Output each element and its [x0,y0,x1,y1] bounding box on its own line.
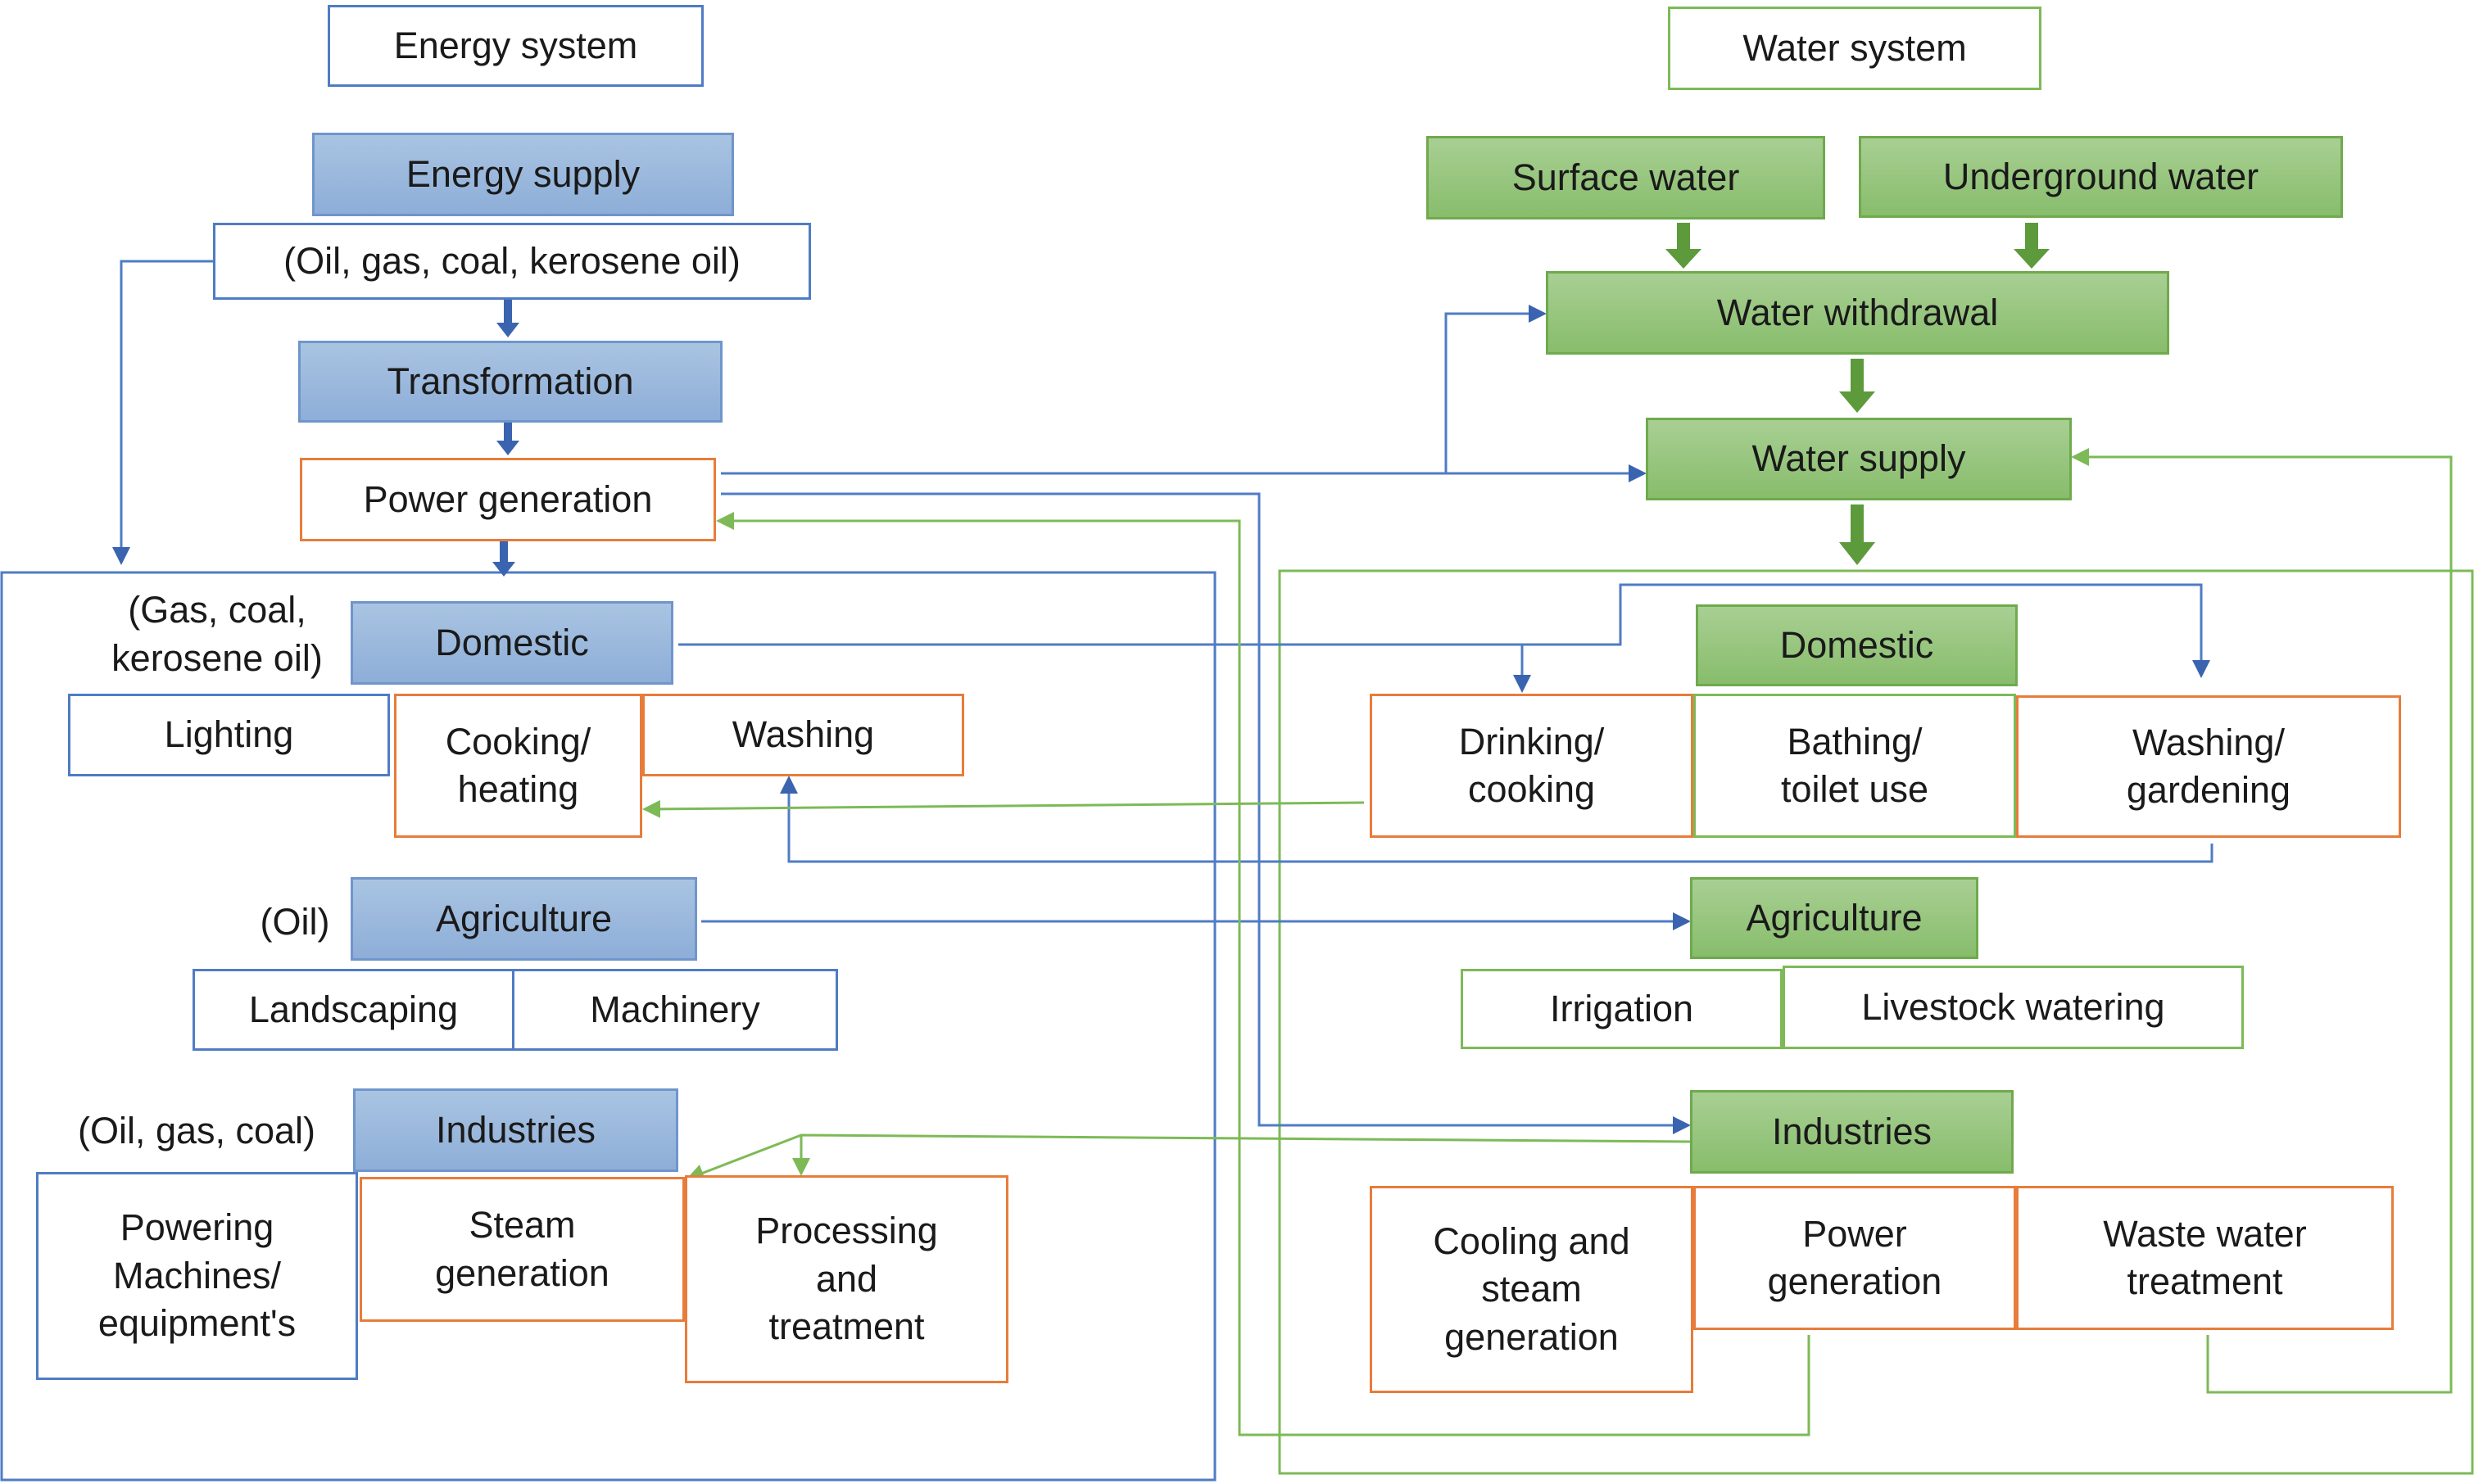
water-industries-use-wastewater: Waste water treatment [2016,1186,2394,1330]
energy-agriculture-use-machinery: Machinery [512,969,838,1051]
domestic-fuels-line2: kerosene oil) [111,636,323,679]
water-domestic-use-washing: Washing/ gardening [2016,695,2401,838]
water-domestic-box: Domestic [1696,604,2018,686]
domestic-fuels-label: (Gas, coal, kerosene oil) [90,586,344,682]
power-generation-box: Power generation [300,458,716,541]
water-domestic-use-bathing: Bathing/ toilet use [1693,694,2016,838]
energy-uses-frame [0,571,1217,1482]
underground-water-box: Underground water [1859,136,2343,218]
energy-industries-box: Industries [353,1088,678,1172]
energy-industries-use-steam: Steam generation [360,1177,685,1322]
industries-fuels-label: (Oil, gas, coal) [77,1110,316,1151]
energy-industries-use-powering: Powering Machines/ equipment's [36,1172,358,1380]
energy-supply-box: Energy supply [312,133,734,216]
energy-system-title: Energy system [328,5,704,87]
energy-domestic-use-lighting: Lighting [68,694,390,776]
transformation-box: Transformation [298,341,723,423]
energy-sources-box: (Oil, gas, coal, kerosene oil) [213,223,811,300]
water-withdrawal-box: Water withdrawal [1546,271,2169,355]
water-agriculture-box: Agriculture [1690,877,1978,959]
water-industries-use-power: Power generation [1693,1186,2016,1330]
water-agriculture-use-livestock: Livestock watering [1783,966,2244,1049]
energy-domestic-use-cooking: Cooking/ heating [394,694,642,838]
water-main-flow-arrows [1665,223,2050,565]
water-supply-box: Water supply [1646,418,2072,500]
water-industries-use-cooling: Cooling and steam generation [1370,1186,1693,1393]
energy-industries-use-processing: Processing and treatment [685,1175,1008,1383]
surface-water-box: Surface water [1426,136,1825,219]
water-system-title: Water system [1668,7,2041,90]
water-industries-box: Industries [1690,1090,2014,1174]
domestic-fuels-line1: (Gas, coal, [128,589,306,631]
energy-domestic-box: Domestic [351,601,673,685]
energy-agriculture-box: Agriculture [351,877,697,961]
water-agriculture-use-irrigation: Irrigation [1461,969,1783,1049]
energy-agriculture-use-landscaping: Landscaping [193,969,514,1051]
water-uses-frame [1278,569,2474,1475]
energy-domestic-use-washing: Washing [642,694,964,776]
energy-main-flow-arrows [492,300,519,577]
water-to-energy-links [642,448,2453,1436]
energy-to-water-links [112,260,2213,1134]
water-domestic-use-drinking: Drinking/ cooking [1370,694,1693,838]
agriculture-fuels-label: (Oil) [260,901,330,943]
